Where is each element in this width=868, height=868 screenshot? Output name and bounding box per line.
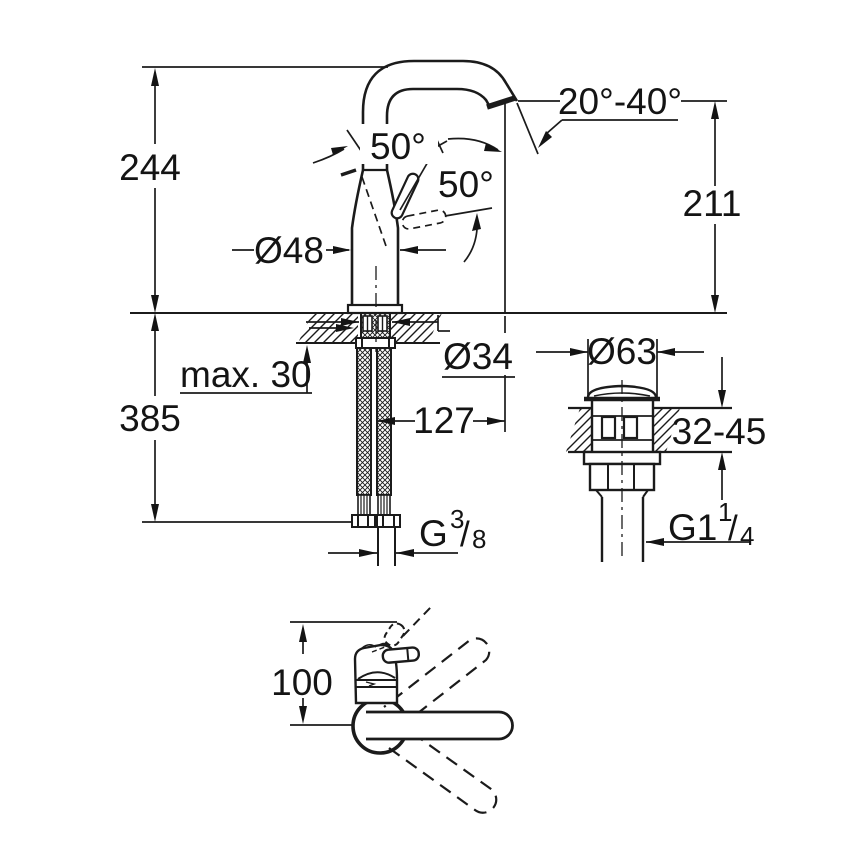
plan-reference-lines bbox=[290, 621, 397, 726]
faucet-body bbox=[346, 59, 519, 352]
label-lever-angle-2: 50° bbox=[438, 164, 494, 205]
lever-annotations bbox=[312, 129, 502, 263]
label-thread-waste-sup: 1 bbox=[718, 497, 732, 527]
label-thread-supply-base: G bbox=[419, 513, 448, 554]
spout-angle-annotation bbox=[516, 100, 727, 155]
label-spout-angle-range: 20°-40° bbox=[558, 81, 682, 122]
label-thread-waste-sub: 4 bbox=[740, 521, 754, 551]
swivel-position-down bbox=[388, 726, 498, 814]
labels: 244 385 50° 50° 20°-40° 211 Ø48 Ø34 max.… bbox=[119, 81, 766, 703]
label-height-above: 244 bbox=[119, 147, 181, 188]
spout-mouth bbox=[486, 95, 516, 110]
plan-view bbox=[290, 606, 514, 814]
spout-outer-curve bbox=[361, 59, 519, 170]
label-spout-projection: 127 bbox=[413, 400, 475, 441]
overflow-slot bbox=[600, 415, 617, 440]
label-lever-angle-1: 50° bbox=[370, 126, 426, 167]
body-right-edge bbox=[385, 169, 400, 305]
dim-48 bbox=[232, 231, 446, 267]
dim-127 bbox=[377, 417, 505, 425]
dim-63 bbox=[536, 348, 704, 356]
label-thread-waste-base: G1 bbox=[668, 507, 717, 548]
label-lever-height: 100 bbox=[271, 662, 333, 703]
lever-handle bbox=[390, 172, 420, 220]
label-cap-diameter: Ø63 bbox=[587, 331, 657, 372]
dim-244 bbox=[151, 68, 159, 313]
body-plan-profile bbox=[353, 606, 432, 705]
waste-deck bbox=[566, 406, 732, 454]
lever-raised-tip bbox=[383, 622, 406, 647]
dim-g114 bbox=[646, 538, 750, 546]
dim-max30 bbox=[180, 324, 354, 394]
waste-reference-lines bbox=[587, 339, 658, 399]
waste-view bbox=[536, 339, 750, 562]
waste-body bbox=[582, 380, 662, 562]
swivel-position-up bbox=[383, 637, 491, 728]
dim-211 bbox=[711, 101, 719, 313]
dim-34 bbox=[306, 315, 516, 378]
lever-alt-position bbox=[401, 209, 447, 230]
label-deck-range: 32-45 bbox=[672, 411, 767, 452]
label-body-diameter: Ø48 bbox=[254, 230, 324, 271]
label-height-below: 385 bbox=[119, 398, 181, 439]
front-view bbox=[130, 59, 727, 566]
label-thread-supply-sub: 8 bbox=[472, 524, 486, 554]
label-thread-waste-slash: / bbox=[728, 509, 738, 548]
label-thread-supply-slash: / bbox=[460, 515, 470, 554]
body-left-edge bbox=[350, 169, 365, 305]
overflow-slot bbox=[622, 415, 639, 440]
spout-inner-curve bbox=[385, 87, 492, 170]
dim-385 bbox=[151, 313, 159, 522]
label-deck-thickness: max. 30 bbox=[180, 354, 312, 395]
dim-100 bbox=[299, 624, 307, 724]
dim-32-45 bbox=[718, 357, 726, 500]
label-thread-supply-sup: 3 bbox=[450, 504, 464, 534]
dim-g38 bbox=[328, 549, 458, 557]
label-hole-diameter: Ø34 bbox=[443, 336, 513, 377]
label-outlet-height: 211 bbox=[683, 183, 742, 224]
lever-plan bbox=[381, 646, 421, 664]
spout-swivel-range bbox=[383, 637, 498, 814]
spout-plan bbox=[366, 710, 514, 741]
base-plate bbox=[346, 303, 404, 315]
